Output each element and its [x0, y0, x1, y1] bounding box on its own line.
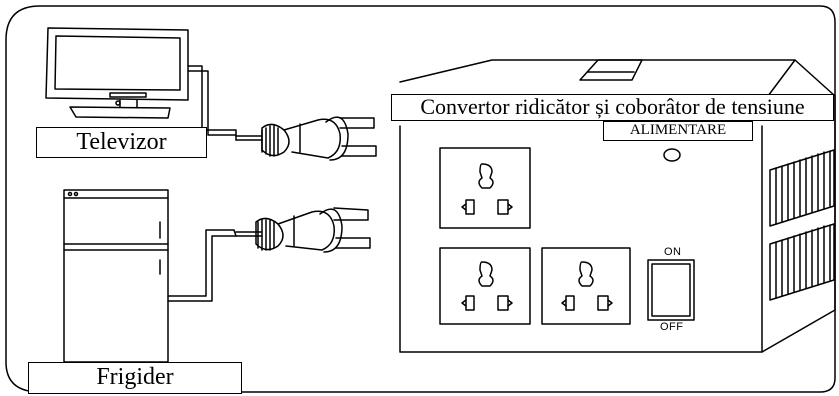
television-label: Televizor	[36, 127, 207, 158]
switch-on-label: ON	[664, 246, 682, 258]
converter-title: Convertor ridicător și coborâtor de tens…	[391, 94, 834, 121]
power-indicator	[663, 148, 681, 162]
universal-socket-icon	[541, 247, 631, 325]
refrigerator-icon	[63, 189, 169, 363]
television-icon	[45, 27, 189, 119]
voltage-converter-icon	[399, 59, 836, 353]
side-vents	[769, 149, 835, 301]
fridge-cable	[167, 229, 263, 302]
power-label: ALIMENTARE	[603, 121, 753, 141]
refrigerator-label: Frigider	[28, 362, 242, 394]
universal-socket-icon	[439, 247, 531, 325]
universal-socket-icon	[439, 147, 531, 229]
outer-frame	[5, 5, 836, 393]
switch-off-label: OFF	[660, 321, 684, 333]
power-plug-icon	[261, 116, 377, 161]
power-switch-icon	[647, 259, 695, 321]
power-plug-icon	[255, 207, 371, 253]
